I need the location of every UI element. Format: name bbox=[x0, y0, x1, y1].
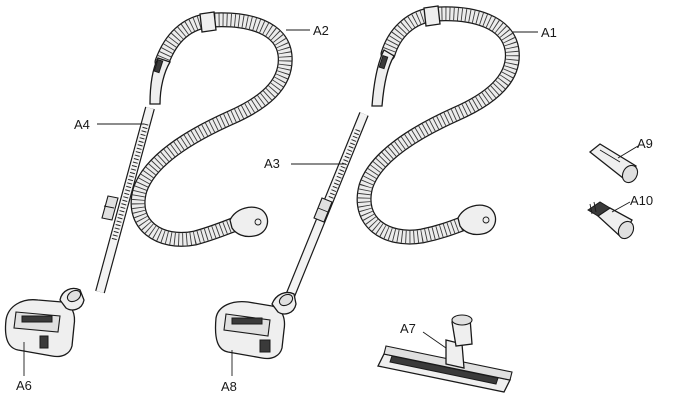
dusting-brush-a10 bbox=[587, 201, 635, 240]
label-a9: A9 bbox=[637, 136, 653, 151]
label-a3: A3 bbox=[264, 156, 280, 171]
label-a6: A6 bbox=[16, 378, 32, 393]
hose-a1 bbox=[356, 5, 520, 245]
leader-line-a10 bbox=[611, 201, 631, 213]
floor-nozzle-a6 bbox=[4, 287, 85, 358]
leader-line-a7 bbox=[422, 331, 447, 349]
floor-nozzle-a8 bbox=[214, 291, 297, 360]
label-a2: A2 bbox=[313, 23, 329, 38]
hose-a2 bbox=[130, 11, 293, 247]
tube-a3 bbox=[285, 112, 369, 298]
crevice-tool-a9 bbox=[588, 143, 639, 184]
label-a8: A8 bbox=[221, 379, 237, 394]
tube-a4 bbox=[95, 106, 155, 294]
label-a4: A4 bbox=[74, 117, 90, 132]
label-a1: A1 bbox=[541, 25, 557, 40]
floor-brush-a7 bbox=[377, 314, 513, 393]
leader-line-a9 bbox=[617, 145, 639, 159]
label-a10: A10 bbox=[630, 193, 653, 208]
label-a7: A7 bbox=[400, 321, 416, 336]
